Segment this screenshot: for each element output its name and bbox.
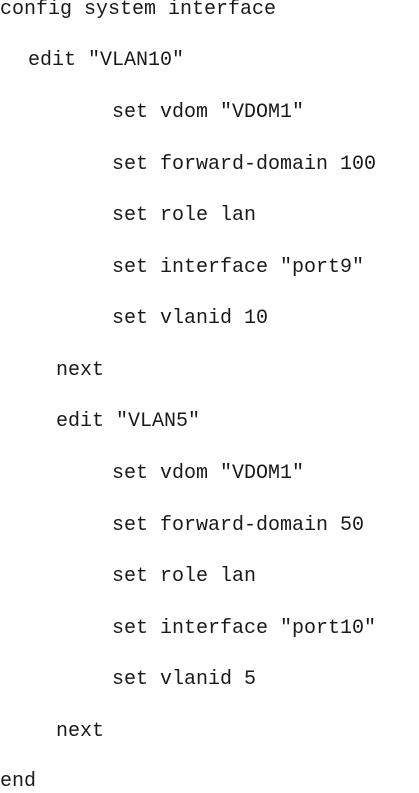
config-line: set interface "port10" <box>112 617 377 640</box>
config-line: next <box>56 359 105 382</box>
config-line: set forward-domain 50 <box>112 514 365 537</box>
config-line: end <box>0 770 37 793</box>
config-line: set forward-domain 100 <box>112 153 377 176</box>
config-line: next <box>56 720 105 743</box>
config-line: config system interface <box>0 0 277 21</box>
config-line: set vlanid 5 <box>112 668 257 691</box>
config-line: edit "VLAN5" <box>56 410 201 433</box>
config-line: set vdom "VDOM1" <box>112 101 305 124</box>
config-line: set vdom "VDOM1" <box>112 462 305 485</box>
config-line: set interface "port9" <box>112 256 365 279</box>
config-line: set role lan <box>112 204 257 227</box>
config-line: set role lan <box>112 565 257 588</box>
config-line: set vlanid 10 <box>112 307 269 330</box>
config-line: edit "VLAN10" <box>28 49 185 72</box>
